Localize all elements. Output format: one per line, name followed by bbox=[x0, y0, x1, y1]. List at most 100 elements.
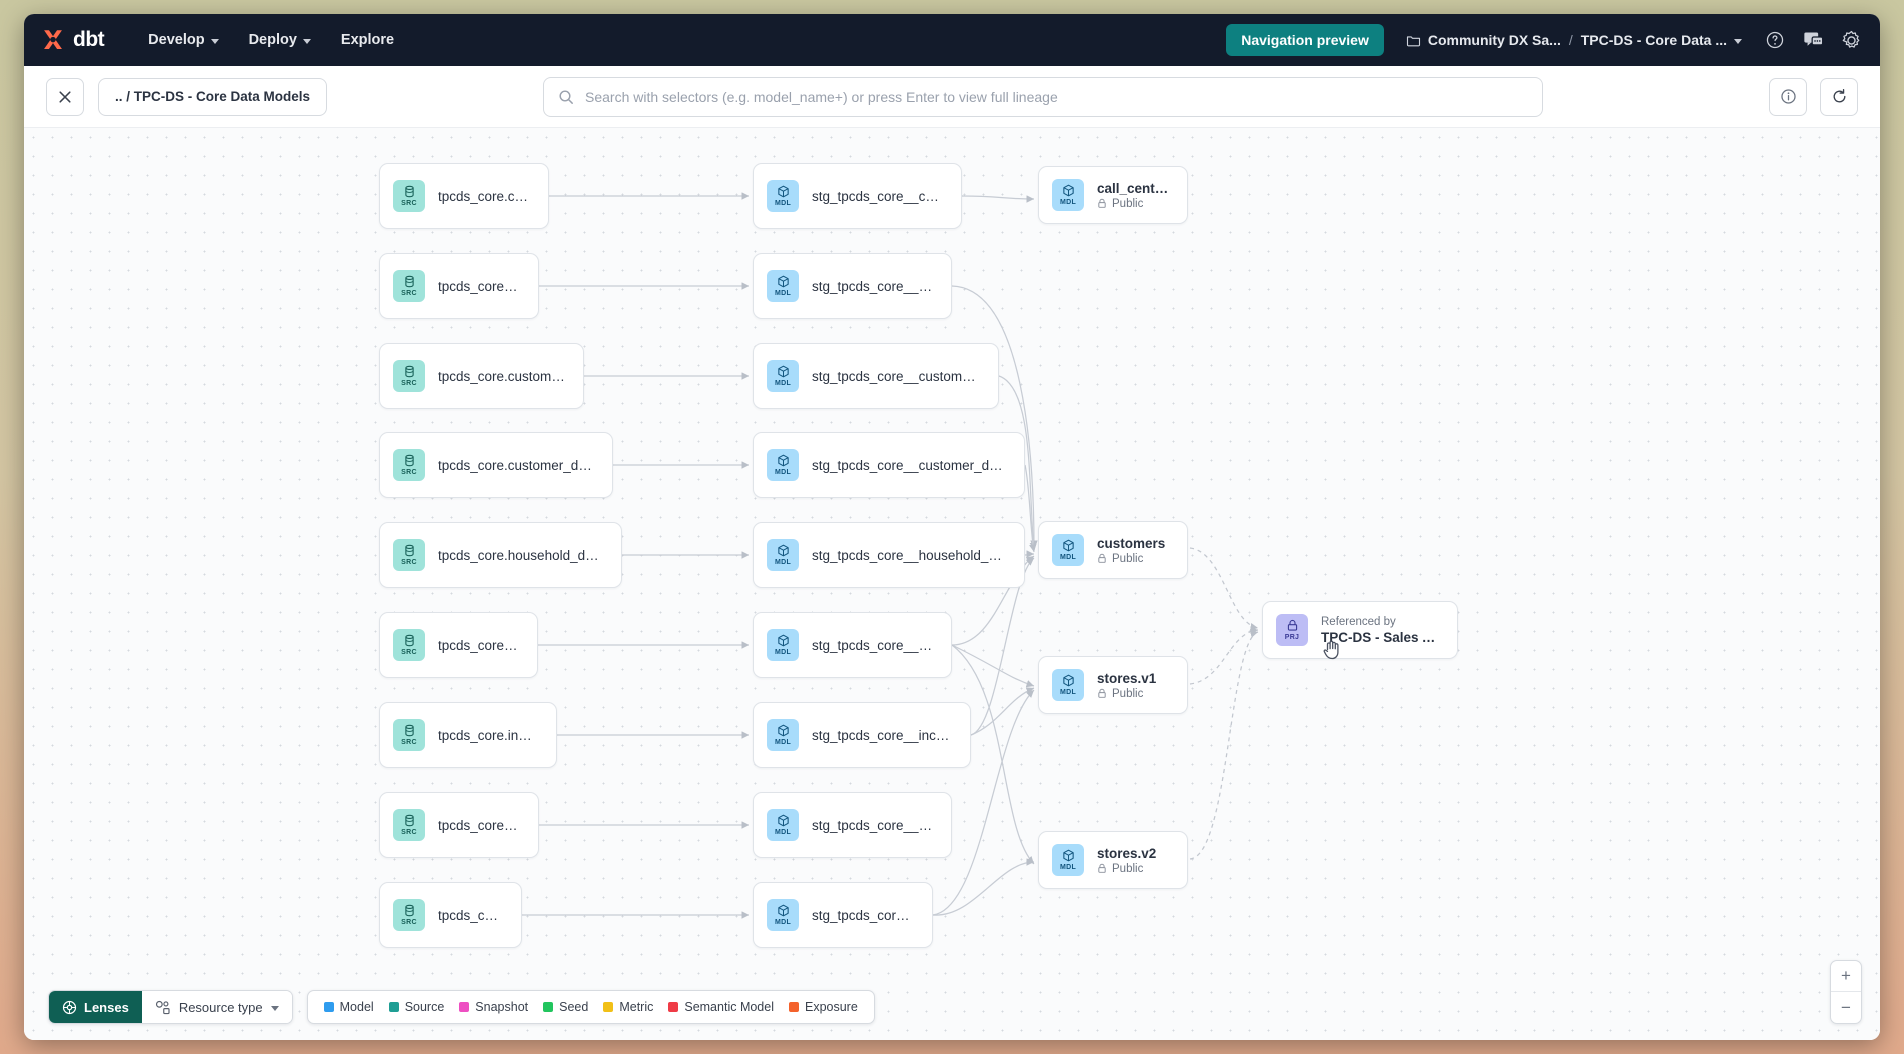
lineage-node-mdl-stg-income-band[interactable]: MDL stg_tpcds_core__income_band bbox=[753, 702, 971, 768]
node-text: tpcds_core.income_band bbox=[438, 728, 538, 743]
lineage-canvas[interactable]: SRCtpcds_core.call_centerSRCtpcds_core.c… bbox=[24, 128, 1880, 1040]
lineage-node-src-inventory[interactable]: SRC tpcds_core.inventory bbox=[379, 792, 539, 858]
lineage-info-button[interactable] bbox=[1769, 77, 1807, 116]
lenses-label: Lenses bbox=[84, 999, 129, 1015]
legend-item-source[interactable]: Source bbox=[388, 1000, 444, 1014]
legend-label: Seed bbox=[559, 1000, 589, 1014]
close-lineage-button[interactable] bbox=[46, 77, 84, 116]
node-title: stores.v2 bbox=[1097, 845, 1157, 861]
breadcrumb-account[interactable]: Community DX Sa... bbox=[1406, 32, 1561, 48]
nav-icon-group bbox=[1764, 29, 1862, 51]
refresh-lineage-button[interactable] bbox=[1820, 77, 1858, 116]
legend-label: Semantic Model bbox=[684, 1000, 774, 1014]
mdl-badge-icon: MDL bbox=[767, 270, 799, 302]
node-title: stg_tpcds_core__store bbox=[812, 907, 914, 923]
lineage-node-src-call-center[interactable]: SRC tpcds_core.call_center bbox=[379, 163, 549, 229]
legend-item-exposure[interactable]: Exposure bbox=[788, 1000, 858, 1014]
lens-group: Lenses Resource type bbox=[48, 990, 293, 1024]
mdl-badge-icon: MDL bbox=[1052, 669, 1084, 701]
search-input[interactable] bbox=[585, 88, 1529, 105]
zoom-out-button[interactable]: − bbox=[1841, 997, 1851, 1017]
legend-swatch bbox=[603, 1002, 614, 1012]
node-text: tpcds_core.customer bbox=[438, 279, 520, 294]
legend-item-semantic-model[interactable]: Semantic Model bbox=[668, 1000, 774, 1014]
node-access-label: Public bbox=[1112, 197, 1144, 210]
legend-item-snapshot[interactable]: Snapshot bbox=[459, 1000, 528, 1014]
lenses-button[interactable]: Lenses bbox=[49, 991, 142, 1023]
breadcrumb-chip[interactable]: .. / TPC-DS - Core Data Models bbox=[98, 77, 328, 116]
node-title: stores.v1 bbox=[1097, 670, 1157, 686]
node-text: tpcds_core.call_center bbox=[438, 189, 530, 204]
breadcrumb-project[interactable]: TPC-DS - Core Data ... bbox=[1581, 32, 1742, 48]
lineage-node-mdl-stg-household-demographics[interactable]: MDLstg_tpcds_core__household_demogr... bbox=[753, 522, 1025, 588]
zoom-in-button[interactable]: + bbox=[1831, 961, 1861, 992]
legend-item-seed[interactable]: Seed bbox=[543, 1000, 588, 1014]
node-text: stg_tpcds_core__inventory bbox=[812, 818, 933, 833]
help-icon[interactable] bbox=[1764, 29, 1786, 51]
nav-item-develop[interactable]: Develop bbox=[138, 26, 228, 54]
lineage-node-mdl-stg-store[interactable]: MDL stg_tpcds_core__store bbox=[753, 882, 933, 948]
resource-type-button[interactable]: Resource type bbox=[141, 991, 292, 1023]
legend-label: Snapshot bbox=[475, 1000, 529, 1014]
node-access-badge: Public bbox=[1097, 863, 1156, 875]
node-text: stg_tpcds_core__household_demogr... bbox=[812, 548, 1006, 563]
nav-item-explore[interactable]: Explore bbox=[331, 26, 404, 54]
src-badge-icon: SRC bbox=[393, 899, 425, 931]
mdl-badge-icon: MDL bbox=[1052, 534, 1084, 566]
src-badge-icon: SRC bbox=[393, 180, 425, 212]
node-title: stg_tpcds_core__household_demogr... bbox=[812, 547, 1006, 563]
navigation-preview-button[interactable]: Navigation preview bbox=[1226, 24, 1384, 56]
legend-swatch bbox=[543, 1002, 554, 1012]
chevron-down-icon bbox=[210, 38, 219, 44]
settings-gear-icon[interactable] bbox=[1840, 29, 1862, 51]
feedback-icon[interactable] bbox=[1802, 29, 1824, 51]
node-text: tpcds_core.customer_demographics bbox=[438, 458, 594, 473]
prj-badge-icon: PRJ bbox=[1276, 614, 1308, 646]
legend-item-metric[interactable]: Metric bbox=[603, 1000, 653, 1014]
mdl-badge-icon: MDL bbox=[767, 719, 799, 751]
lineage-node-src-date-dim[interactable]: SRC tpcds_core.date_dim bbox=[379, 612, 538, 678]
chevron-down-icon bbox=[302, 38, 311, 44]
lineage-node-mdl-stg-customer[interactable]: MDL stg_tpcds_core__customer bbox=[753, 253, 952, 319]
zoom-controls: + − bbox=[1830, 960, 1862, 1024]
src-badge-icon: SRC bbox=[393, 809, 425, 841]
lock-icon bbox=[1098, 553, 1106, 563]
node-title: tpcds_core.date_dim bbox=[438, 637, 519, 653]
node-access-badge: Public bbox=[1097, 688, 1156, 700]
lineage-node-mdl-stg-customer-demographics[interactable]: MDLstg_tpcds_core__customer_demogra... bbox=[753, 432, 1025, 498]
src-badge-icon: SRC bbox=[393, 629, 425, 661]
nav-item-deploy[interactable]: Deploy bbox=[239, 26, 321, 54]
lineage-node-src-customer[interactable]: SRC tpcds_core.customer bbox=[379, 253, 539, 319]
top-navigation-bar: dbt Develop Deploy Explore Navigation pr… bbox=[24, 14, 1880, 66]
node-text: tpcds_core.inventory bbox=[438, 818, 520, 833]
src-badge-icon: SRC bbox=[393, 270, 425, 302]
legend-label: Model bbox=[339, 1000, 374, 1014]
legend-item-model[interactable]: Model bbox=[323, 1000, 374, 1014]
mdl-badge-icon: MDL bbox=[767, 899, 799, 931]
node-access-label: Public bbox=[1112, 862, 1144, 875]
chevron-down-icon bbox=[270, 1005, 279, 1011]
legend-swatch bbox=[788, 1002, 799, 1012]
node-text: stg_tpcds_core__customer bbox=[812, 279, 933, 294]
search-box[interactable] bbox=[543, 76, 1544, 117]
node-title: stg_tpcds_core__income_band bbox=[812, 727, 952, 743]
node-title: stg_tpcds_core__customer bbox=[812, 278, 933, 294]
dbt-logo[interactable]: dbt bbox=[40, 27, 105, 53]
legend-swatch bbox=[323, 1002, 334, 1012]
